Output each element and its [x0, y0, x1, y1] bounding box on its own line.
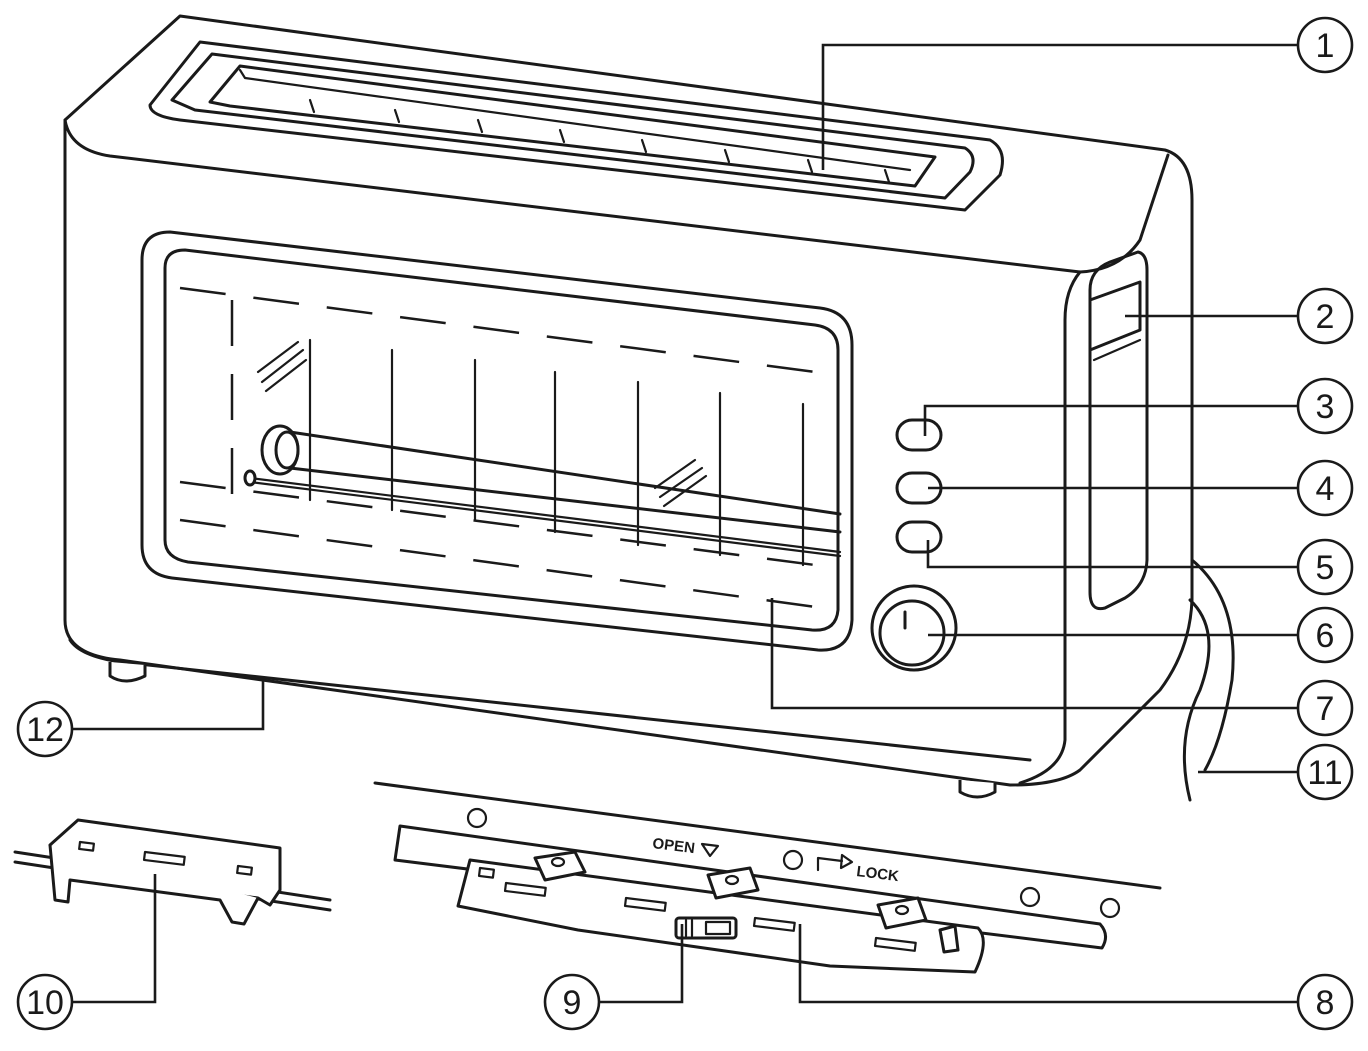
tray-clip-3 [876, 896, 928, 930]
tray-clip-1 [533, 850, 587, 882]
open-label: OPEN [652, 835, 696, 857]
power-cord [1182, 558, 1235, 802]
glass-window [140, 230, 854, 652]
callout-3: 3 [1296, 377, 1354, 435]
lock-arrow-icon [816, 856, 844, 872]
callout-12: 12 [16, 700, 74, 758]
feet [108, 662, 997, 799]
callout-6-number: 6 [1316, 617, 1335, 655]
callout-8: 8 [1296, 973, 1354, 1031]
callout-1: 1 [1296, 16, 1354, 74]
callout-10: 10 [16, 973, 74, 1031]
callout-8-number: 8 [1316, 984, 1335, 1022]
side-lever-slot [1088, 250, 1149, 611]
callout-11: 11 [1296, 743, 1354, 801]
button-5 [895, 520, 943, 554]
lock-latch [674, 916, 738, 940]
callout-5-number: 5 [1316, 549, 1335, 587]
button-3 [895, 418, 943, 452]
callout-7: 7 [1296, 679, 1354, 737]
callout-12-number: 12 [26, 711, 64, 749]
callout-9: 9 [543, 973, 601, 1031]
bread-slot [148, 40, 1004, 212]
callouts: 1 2 3 4 5 6 7 8 [16, 16, 1354, 1031]
lock-label: LOCK [856, 863, 900, 885]
callout-11-number: 11 [1307, 754, 1342, 792]
callout-3-number: 3 [1316, 388, 1335, 426]
callout-5: 5 [1296, 538, 1354, 596]
open-arrow-icon [700, 842, 720, 858]
callout-2-number: 2 [1316, 298, 1335, 336]
callout-2: 2 [1296, 287, 1354, 345]
callout-1-number: 1 [1316, 27, 1335, 65]
control-buttons [895, 418, 943, 554]
callout-4-number: 4 [1316, 470, 1335, 508]
browning-knob [870, 584, 958, 672]
callout-10-number: 10 [26, 984, 64, 1022]
callout-9-number: 9 [563, 984, 582, 1022]
callout-6: 6 [1296, 606, 1354, 664]
callout-7-number: 7 [1316, 690, 1335, 728]
leader-lines [72, 43, 1298, 1004]
callout-4: 4 [1296, 459, 1354, 517]
crumb-tray: OPEN LOCK [373, 781, 1162, 974]
side-bracket [13, 818, 332, 926]
tray-clip-2 [706, 866, 760, 900]
